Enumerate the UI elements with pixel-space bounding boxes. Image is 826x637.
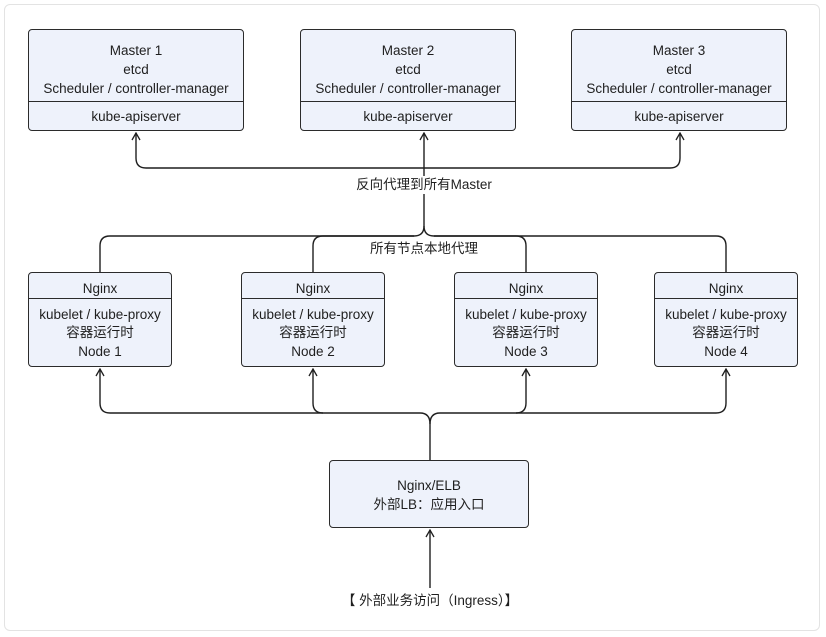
master-services: Scheduler / controller-manager	[315, 81, 501, 96]
node-name: Node 4	[704, 344, 748, 359]
master-box-1: Master 1 etcd Scheduler / controller-man…	[28, 29, 244, 131]
master-etcd: etcd	[666, 62, 692, 77]
master-apiserver: kube-apiserver	[363, 109, 453, 124]
master-divider	[301, 101, 515, 102]
arrow-to-master-1	[136, 133, 424, 169]
node-runtime: 容器运行时	[492, 325, 560, 340]
node-runtime: 容器运行时	[692, 325, 760, 340]
master-name: Master 3	[652, 43, 706, 58]
node-name: Node 1	[78, 344, 122, 359]
master-name: Master 1	[109, 43, 163, 58]
node-box-4: Nginx kubelet / kube-proxy 容器运行时 Node 4	[654, 272, 798, 367]
master-apiserver: kube-apiserver	[91, 109, 181, 124]
proxy-trunk-lower	[99, 194, 425, 272]
node-components: kubelet / kube-proxy	[465, 307, 587, 322]
lb-trunk	[313, 369, 431, 460]
node-divider	[29, 298, 171, 299]
arrow-to-node-1	[100, 369, 323, 414]
proxy-label: 反向代理到所有Master	[344, 176, 504, 194]
node-box-1: Nginx kubelet / kube-proxy 容器运行时 Node 1	[28, 272, 172, 367]
node-divider	[655, 298, 797, 299]
node-components: kubelet / kube-proxy	[39, 307, 161, 322]
master-services: Scheduler / controller-manager	[586, 81, 772, 96]
arrow-to-node-3	[429, 369, 526, 425]
lb-desc: 外部LB：应用入口	[373, 497, 485, 512]
node-name: Node 3	[504, 344, 548, 359]
lb-title: Nginx/ELB	[397, 478, 461, 493]
master-box-3: Master 3 etcd Scheduler / controller-man…	[571, 29, 787, 131]
diagram-frame	[4, 4, 820, 631]
node-nginx: Nginx	[708, 281, 744, 296]
lb-box: Nginx/ELB 外部LB：应用入口	[329, 460, 529, 528]
node-box-3: Nginx kubelet / kube-proxy 容器运行时 Node 3	[454, 272, 598, 367]
master-apiserver: kube-apiserver	[634, 109, 724, 124]
arrow-to-node-4	[516, 369, 726, 414]
local-proxy-label: 所有节点本地代理	[359, 240, 489, 258]
master-etcd: etcd	[395, 62, 421, 77]
node-divider	[242, 298, 384, 299]
node-runtime: 容器运行时	[66, 325, 134, 340]
master-services: Scheduler / controller-manager	[43, 81, 229, 96]
node-components: kubelet / kube-proxy	[252, 307, 374, 322]
node-nginx: Nginx	[508, 281, 544, 296]
node-divider	[455, 298, 597, 299]
master-name: Master 2	[381, 43, 435, 58]
node-nginx: Nginx	[295, 281, 331, 296]
master-divider	[29, 101, 243, 102]
master-box-2: Master 2 etcd Scheduler / controller-man…	[300, 29, 516, 131]
master-etcd: etcd	[123, 62, 149, 77]
arrow-to-master-3	[424, 133, 680, 169]
line-to-node-2-top	[312, 235, 414, 272]
node-box-2: Nginx kubelet / kube-proxy 容器运行时 Node 2	[241, 272, 385, 367]
node-components: kubelet / kube-proxy	[665, 307, 787, 322]
node-nginx: Nginx	[82, 281, 118, 296]
node-name: Node 2	[291, 344, 335, 359]
master-divider	[572, 101, 786, 102]
node-runtime: 容器运行时	[279, 325, 347, 340]
line-to-node-4-top	[434, 235, 727, 272]
ingress-label: 【 外部业务访问（Ingress）】	[320, 592, 540, 610]
